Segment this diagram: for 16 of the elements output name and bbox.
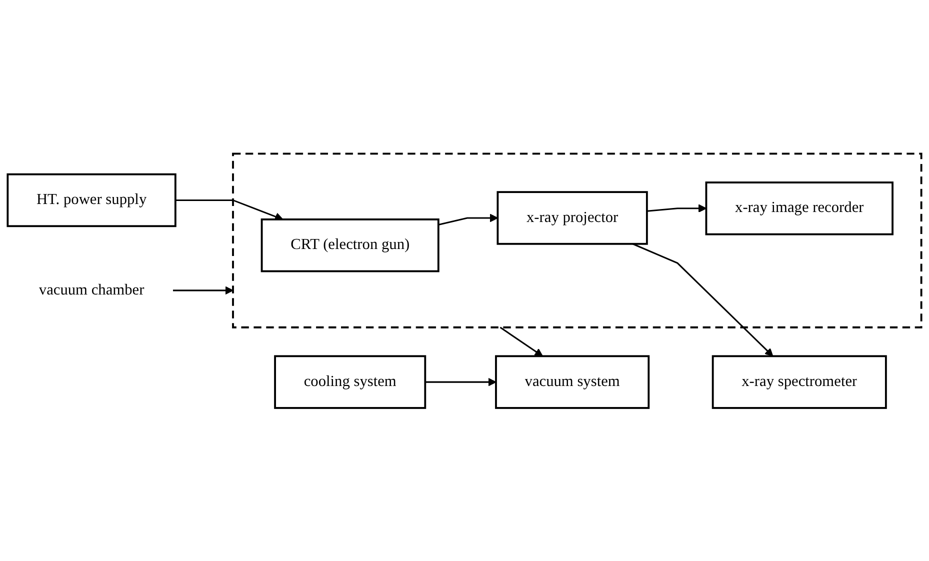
arrow	[646, 204, 707, 212]
arrow	[438, 213, 498, 226]
arrow	[632, 242, 774, 356]
arrow	[173, 286, 234, 294]
node-box: HT. power supply	[6, 173, 176, 227]
node-box: x-ray spectrometer	[712, 354, 887, 409]
node-box: vacuum system	[495, 354, 650, 409]
node-box: CRT (electron gun)	[260, 218, 440, 272]
node-box: x-ray projector	[496, 190, 648, 245]
arrow	[175, 199, 284, 220]
node-box: cooling system	[274, 354, 426, 409]
node-text: vacuum chamber	[38, 281, 144, 298]
node-box: x-ray image recorder	[705, 181, 894, 235]
arrow	[425, 378, 496, 386]
arrow	[500, 326, 543, 356]
cluster	[232, 152, 922, 328]
